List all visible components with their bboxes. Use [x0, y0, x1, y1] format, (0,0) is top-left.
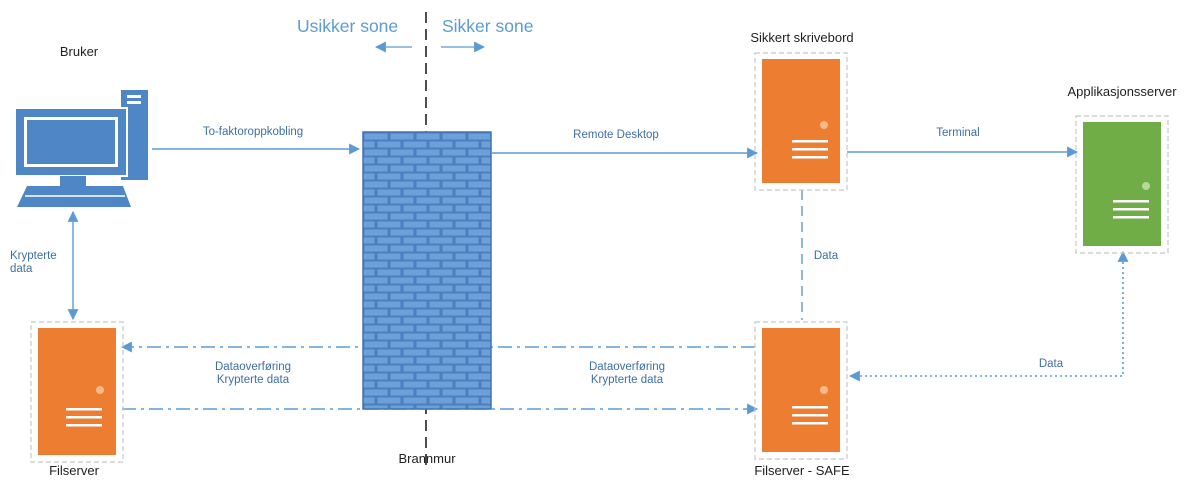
data-app-label: Data: [1038, 358, 1064, 370]
secure-zone-label: Sikker sone: [442, 16, 534, 36]
transfer-left-line2: Krypterte data: [216, 374, 290, 387]
edge-data-app: [848, 250, 1129, 382]
remote-desktop-label: Remote Desktop: [573, 129, 659, 141]
data-vertical-label: Data: [813, 250, 839, 262]
encrypted-data-line1: Krypterte: [10, 250, 57, 262]
insecure-zone-label: Usikker sone: [297, 16, 399, 36]
file-server-safe-label: Filserver - SAFE: [754, 463, 850, 478]
terminal-label: Terminal: [936, 127, 980, 139]
transfer-right-line1: Dataoverføring: [588, 361, 666, 373]
encrypted-data-label: Krypterte data: [10, 250, 57, 276]
firewall-label: Brannmur: [398, 451, 456, 466]
transfer-right-line2: Krypterte data: [590, 374, 664, 387]
secure-desktop-server-icon: [754, 52, 848, 191]
transfer-left-line1: Dataoverføring: [214, 361, 292, 373]
application-server-icon: [1075, 115, 1169, 254]
transfer-left-label: Dataoverføring Krypterte data: [215, 361, 291, 387]
app-server-label: Applikasjonsserver: [1067, 84, 1177, 99]
two-factor-label: To-faktoroppkobling: [202, 126, 304, 138]
transfer-right-label: Dataoverføring Krypterte data: [589, 361, 665, 387]
file-server-safe-icon: [754, 321, 848, 460]
user-label: Bruker: [59, 44, 99, 59]
file-server-label: Filserver: [49, 463, 99, 478]
firewall-icon: [362, 131, 492, 410]
secure-desktop-label: Sikkert skrivebord: [750, 30, 854, 45]
file-server-icon: [30, 321, 124, 463]
encrypted-data-line2: data: [10, 263, 33, 276]
computer-icon: [14, 90, 148, 207]
